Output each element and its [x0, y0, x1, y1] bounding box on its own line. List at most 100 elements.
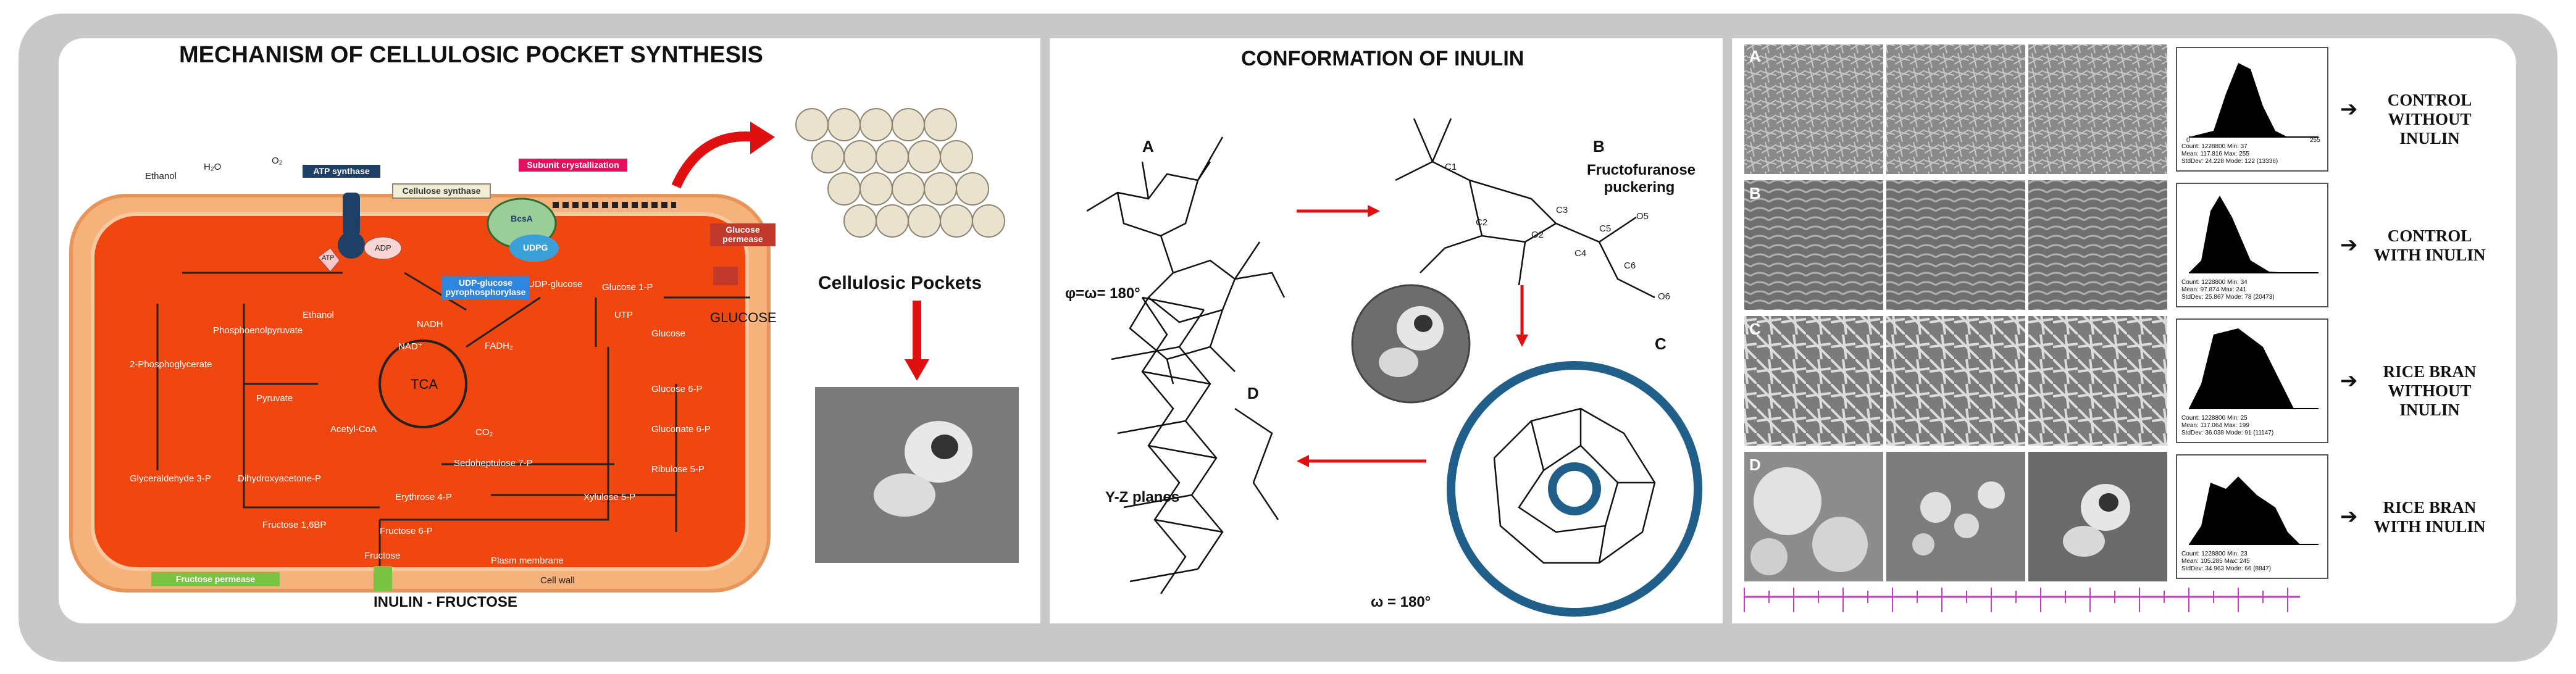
histogram-b	[2176, 183, 2328, 307]
cell-cytoplasm	[91, 212, 749, 571]
panel-sem-histograms: A B C D Count: 1228800 Min: 37 Mean: 117…	[1732, 38, 2516, 623]
atp-burst	[317, 248, 340, 272]
row-label-a: CONTROL WITHOUT INULIN	[2387, 91, 2472, 148]
panel2-title: CONFORMATION OF INULIN	[1241, 47, 1524, 70]
glucose-permease-channel	[713, 267, 738, 285]
hist-c-stats: Count: 1228800 Min: 25 Mean: 117.064 Max…	[2181, 415, 2274, 436]
structure-d	[1111, 296, 1279, 594]
atp-synthase-box: ATP synthase	[303, 165, 380, 178]
fructose-16bp-label: Fructose 1,6BP	[262, 520, 327, 530]
cell-wall-label: Cell wall	[540, 575, 575, 586]
histogram-c	[2176, 318, 2328, 443]
atp-label: ATP	[322, 254, 335, 262]
panel-inulin-conformation: CONFORMATION OF INULIN	[1050, 38, 1723, 623]
arrow-d-icon: ➔	[2340, 505, 2358, 528]
pyruvate-label: Pyruvate	[256, 393, 293, 404]
histogram-a	[2176, 47, 2328, 172]
sem-row-c	[1744, 316, 2167, 446]
row-letter-d: D	[1749, 456, 1761, 474]
atom-o2: O2	[1531, 230, 1544, 240]
utp-label: UTP	[614, 310, 633, 320]
inset-pocket-opening	[1414, 315, 1432, 332]
arrow-b-icon: ➔	[2340, 233, 2358, 257]
fructose-permease-box: Fructose permease	[151, 572, 280, 587]
atom-c6: C6	[1624, 260, 1636, 271]
tca-cycle	[378, 339, 467, 428]
glucose-permease-box: Glucose permease	[710, 223, 776, 246]
glucose-1p-label: Glucose 1-P	[602, 282, 653, 293]
synthesis-arrowhead	[750, 122, 775, 154]
structure-c	[1493, 407, 1656, 564]
adp-label: ADP	[375, 243, 391, 252]
xylulose-5p-label: Xylulose 5-P	[583, 492, 636, 502]
arrow-a-icon: ➔	[2340, 98, 2358, 121]
udpg-subunit	[509, 235, 559, 262]
panel-cellulosic-pocket-synthesis: MECHANISM OF CELLULOSIC POCKET SYNTHESIS	[59, 38, 1040, 623]
row-label-c: RICE BRAN WITHOUT INULIN	[2383, 362, 2477, 420]
hist-axis-min: 0	[2186, 137, 2190, 144]
letter-c: C	[1655, 335, 1666, 353]
atp-synthase-head	[338, 231, 365, 259]
fructose-label: Fructose	[364, 551, 401, 561]
inulin-structure-drawing	[1086, 118, 1702, 617]
gluconate-6p-label: Gluconate 6-P	[651, 424, 711, 435]
nad-label: NAD⁺	[398, 341, 423, 352]
atom-c4: C4	[1574, 248, 1587, 259]
omega-eq: ω = 180°	[1371, 594, 1431, 610]
co2-label: CO₂	[475, 427, 493, 438]
atom-c1: C1	[1445, 162, 1457, 172]
fructose-6p-label: Fructose 6-P	[380, 526, 433, 536]
o2-label: O₂	[272, 156, 283, 166]
phi-omega-eq: φ=ω= 180°	[1065, 285, 1140, 302]
nadh-label: NADH	[417, 319, 443, 330]
cellulosic-pockets-label: Cellulosic Pockets	[818, 273, 982, 293]
ethanol-inner-label: Ethanol	[303, 310, 334, 320]
tca-label: TCA	[411, 377, 438, 392]
synthesis-arrow	[671, 131, 757, 189]
down-arrowhead	[905, 359, 929, 381]
udpg-box: UDPG	[523, 243, 548, 252]
pocket-base	[874, 473, 935, 517]
letter-a: A	[1142, 137, 1154, 156]
ribulose-5p-label: Ribulose 5-P	[651, 464, 705, 475]
structure-a	[1086, 136, 1286, 385]
atom-o5: O5	[1636, 211, 1649, 222]
arrow-c-icon: ➔	[2340, 369, 2358, 393]
sem-row-d	[1744, 452, 2167, 581]
dihydroxyacetone-label: Dihydroxyacetone-P	[238, 473, 322, 484]
acetyl-coa-label: Acetyl-CoA	[330, 424, 377, 435]
row-letter-c: C	[1749, 320, 1761, 338]
hist-d-stats: Count: 1228800 Min: 23 Mean: 105.285 Max…	[2181, 551, 2272, 572]
inset-pocket-base	[1379, 347, 1418, 377]
fructofuranose-caption: Fructofuranose puckering	[1587, 162, 1696, 196]
helix-core-c	[1548, 462, 1601, 515]
cellulosic-pocket-lattice	[795, 108, 1005, 238]
glyceraldehyde-label: Glyceraldehyde 3-P	[130, 473, 211, 484]
phosphoglycerate-label: 2-Phosphoglycerate	[130, 359, 212, 370]
sedoheptulose-label: Sedoheptulose 7-P	[454, 458, 533, 468]
hist-b-stats: Count: 1228800 Min: 34 Mean: 97.874 Max:…	[2181, 279, 2275, 301]
inulin-fructose-label: INULIN - FRUCTOSE	[374, 594, 517, 610]
atom-o6: O6	[1658, 291, 1671, 302]
atom-c3: C3	[1556, 205, 1568, 215]
row-label-b: CONTROL WITH INULIN	[2373, 227, 2486, 265]
phosphoenolpyruvate-label: Phosphoenolpyruvate	[213, 325, 303, 336]
ethanol-label: Ethanol	[145, 171, 177, 181]
cellulose-synthase-box: Cellulose synthase	[392, 183, 491, 199]
adp-blob	[364, 236, 402, 260]
udp-pyrophosphorylase-box: UDP-glucose pyrophosphorylase	[441, 276, 530, 300]
erythrose-label: Erythrose 4-P	[395, 492, 452, 502]
pocket-opening	[931, 435, 958, 459]
row-label-d: RICE BRAN WITH INULIN	[2373, 498, 2486, 536]
glucose-6p-label: Glucose 6-P	[651, 384, 703, 394]
panel1-title: MECHANISM OF CELLULOSIC POCKET SYNTHESIS	[179, 42, 763, 68]
fadh2-label: FADH₂	[485, 341, 513, 351]
atom-c2: C2	[1476, 217, 1488, 228]
sem-row-b	[1744, 180, 2167, 310]
h2o-label: H₂O	[204, 162, 222, 172]
sem-row-a	[1744, 44, 2167, 174]
hist-axis-max: 255	[2310, 137, 2320, 144]
yz-planes-caption: Y-Z planes	[1105, 489, 1180, 506]
fructose-permease-channel	[374, 566, 392, 591]
letter-b: B	[1593, 137, 1605, 156]
